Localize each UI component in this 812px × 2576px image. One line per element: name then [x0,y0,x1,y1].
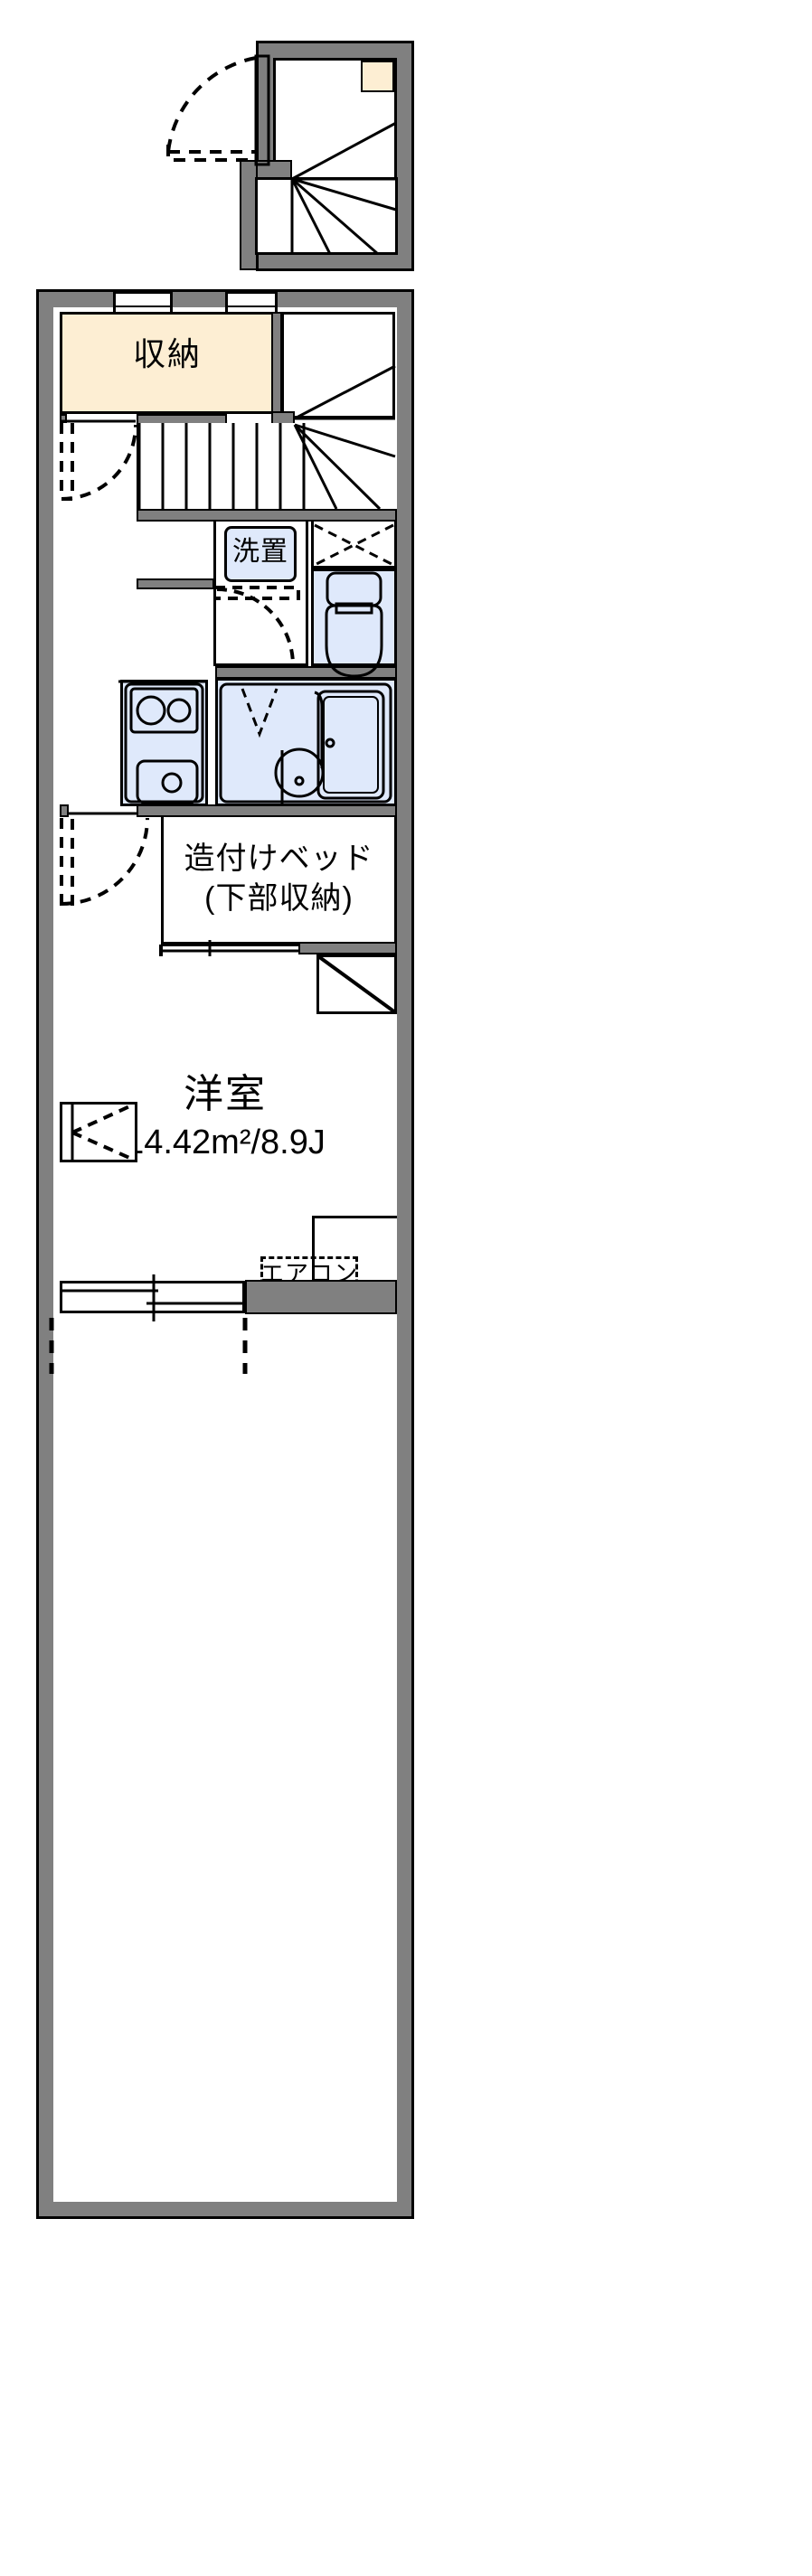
north-window-right-mullion [228,306,275,307]
toilet-room [311,569,397,666]
upper-level-lower-stair-box [255,177,398,255]
builtin-bed-label-line1: 造付けベッド [184,841,374,876]
builtin-bed-label-line2: (下部収納) [204,881,354,916]
bath-bottom-wall [137,804,397,817]
south-sliding-window[interactable] [60,1281,245,1313]
unit-bath-room [215,678,397,806]
hallway-partition-wall [137,578,214,589]
upper-level-closet [361,61,394,92]
north-window-left-mullion [116,306,170,307]
stair-head-wall-left [60,414,67,423]
ac-alcove [312,1216,397,1281]
storage-label: 収納 [132,335,202,372]
toilet-upper-vent-box [311,522,397,569]
room-builtin-bed [161,817,397,945]
room-storage [60,312,275,414]
bed-right-wall [298,942,397,954]
stair-tread-block [137,423,307,509]
washer-space-label: 洗置 [232,537,288,567]
west-window-casement[interactable] [60,1102,137,1162]
kitchen-counter [120,680,208,806]
washer-machine-box [224,526,297,582]
main-room-label: 洋室 [184,1072,267,1116]
kitchen-left-stub [60,804,69,817]
south-wall-right-segment [245,1280,397,1314]
corner-closet[interactable] [316,954,397,1014]
stair-upper-chamber [281,312,395,418]
stair-bottom-wall [137,509,397,522]
main-room-area-label: 14.42m²/8.9J [125,1123,326,1161]
bath-top-wall [215,666,397,679]
